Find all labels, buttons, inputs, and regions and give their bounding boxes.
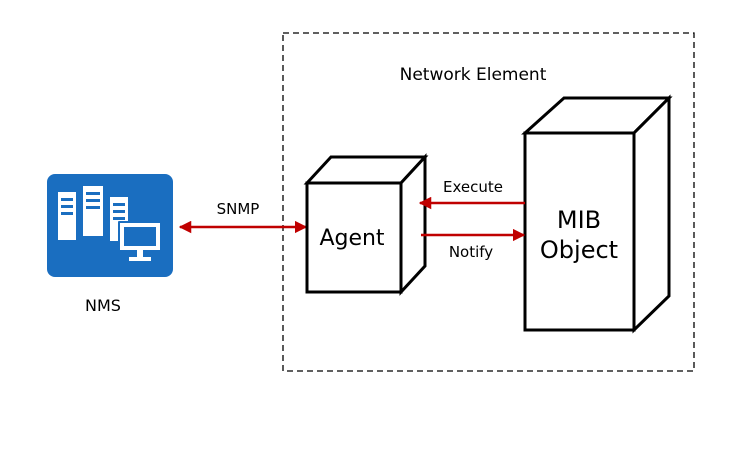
execute-label: Execute — [443, 178, 503, 196]
nms-label: NMS — [85, 296, 121, 315]
network-element-boundary — [282, 32, 695, 372]
mib-object-box — [521, 94, 673, 334]
agent-box — [303, 153, 429, 296]
agent-label: Agent — [319, 226, 384, 251]
snmp-label: SNMP — [217, 200, 260, 218]
mib-label-line1: MIB — [557, 206, 601, 234]
network-element-label: Network Element — [400, 65, 547, 85]
mib-label-line2: Object — [540, 236, 618, 264]
nms-icon — [47, 174, 173, 277]
notify-label: Notify — [449, 243, 493, 261]
